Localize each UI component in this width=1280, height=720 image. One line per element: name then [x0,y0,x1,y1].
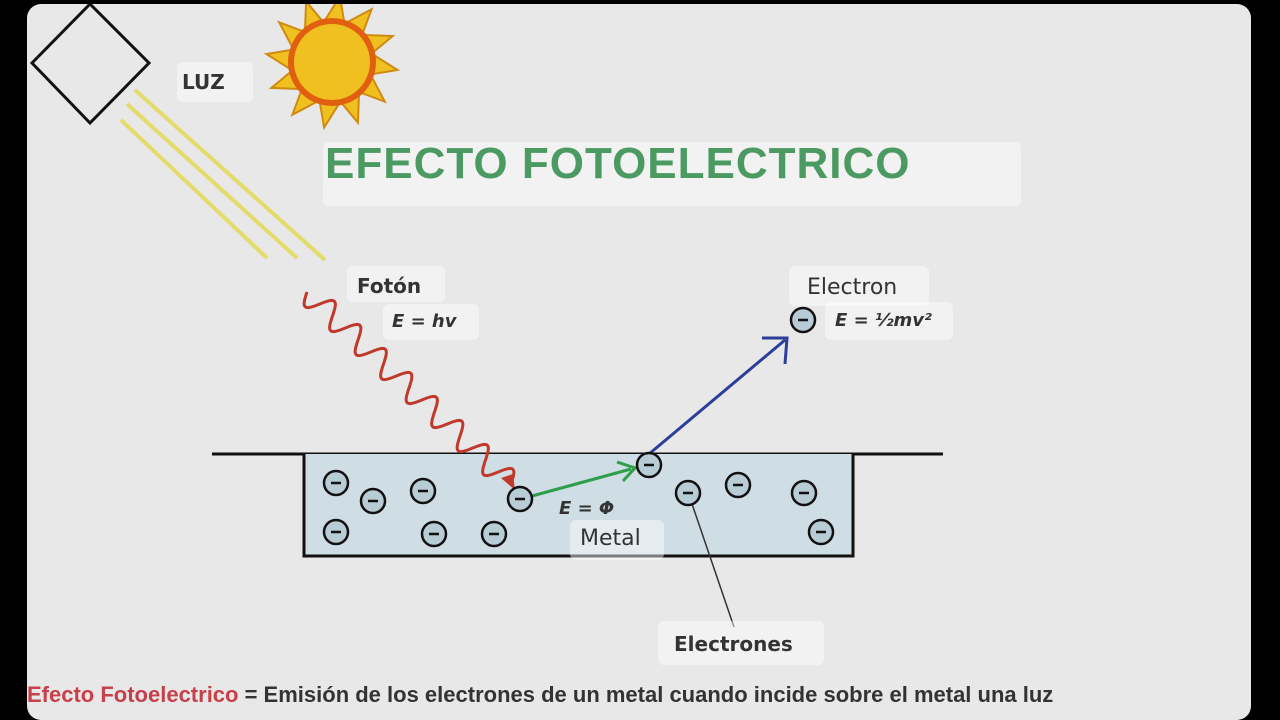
electrones-chip [658,621,824,665]
electron-icon [359,487,387,515]
electron-icon [420,520,448,548]
electron-icon [724,471,752,499]
electron-icon [790,479,818,507]
page-title: EFECTO FOTOELECTRICO [325,139,911,188]
electron-path-arrowhead [762,336,789,365]
caption-term: Efecto Fotoelectrico [27,682,239,707]
electron-icon [409,477,437,505]
electron-icon [807,518,835,546]
title-chip [323,142,1021,206]
metal-label: Metal [580,526,641,551]
diamond-shape [29,4,152,126]
photon-wave [302,291,516,485]
luz-label: LUZ [182,70,225,94]
foton-eq-chip [383,304,479,340]
electron-equation: E = ½mv² [835,310,932,331]
luz-chip [177,62,253,102]
electron-chip [789,266,929,306]
electron-eq-chip [825,302,953,340]
electron-icon [674,479,702,507]
electrones-label: Electrones [674,632,793,656]
foton-chip [347,266,445,302]
light-rays [119,88,327,262]
electrones-pointer [689,497,735,628]
caption: Efecto Fotoelectrico = Emisión de los el… [27,682,1053,708]
electron-icon [506,485,534,513]
work-arrowhead [616,460,638,483]
electron-icon [635,451,663,479]
electron-icon [322,469,350,497]
slide-panel: LUZ EFECTO FOTOELECTRICO Fotón E = hv El… [27,4,1251,720]
electron-icon [480,520,508,548]
metal-chip [570,520,664,560]
foton-label: Fotón [357,274,422,298]
work-function-equation: E = Φ [559,498,615,519]
electron-icon [789,306,817,334]
sun-icon [263,4,401,131]
photon-arrowhead [501,474,515,490]
photoelectric-diagram [29,4,943,628]
electron-icon [322,518,350,546]
foton-equation: E = hv [392,311,457,332]
electron-label: Electron [807,275,898,300]
electron-path-arrow [648,338,786,456]
caption-definition: = Emisión de los electrones de un metal … [238,682,1054,707]
work-arrow [531,467,632,498]
